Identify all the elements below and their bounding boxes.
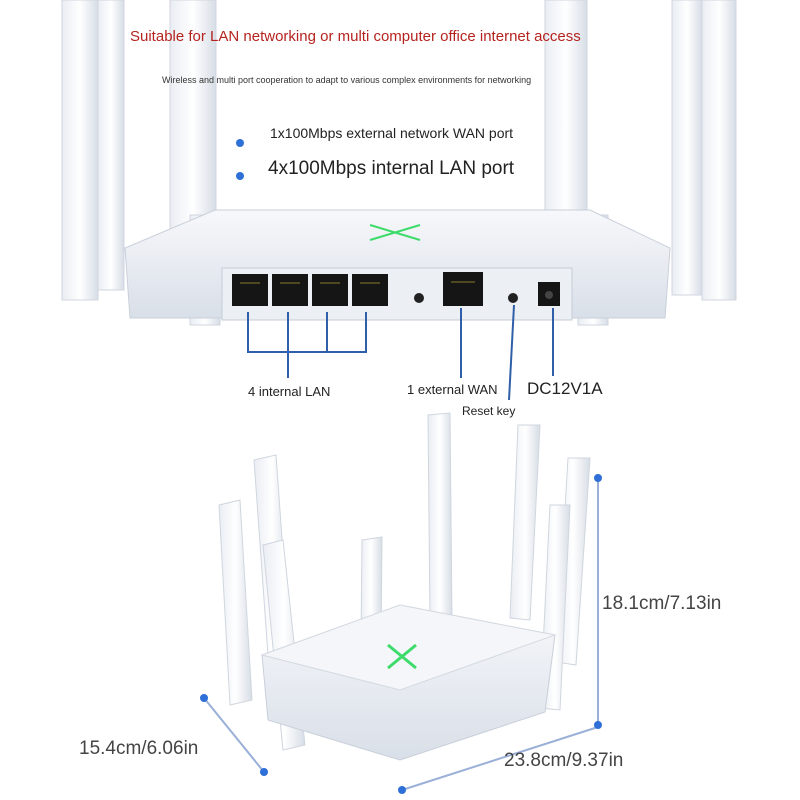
dimension-width: 23.8cm/9.37in <box>504 750 624 771</box>
callout-power: DC12V1A <box>527 379 603 398</box>
wps-button <box>414 293 424 303</box>
lan-port-3 <box>312 274 348 306</box>
feature-lan-port: 4x100Mbps internal LAN port <box>268 158 515 179</box>
wan-port <box>443 272 483 306</box>
bullet-dot-icon <box>236 139 244 147</box>
rear-ports <box>232 272 560 306</box>
lan-port-2 <box>272 274 308 306</box>
callout-lines <box>247 304 554 401</box>
reset-button <box>508 293 518 303</box>
top-router-body <box>124 209 671 321</box>
callout-wan: 1 external WAN <box>407 382 498 397</box>
dimension-lines <box>203 478 599 791</box>
callout-reset: Reset key <box>462 404 516 418</box>
dimension-height: 18.1cm/7.13in <box>602 593 722 614</box>
lan-port-1 <box>232 274 268 306</box>
bullet-dot-icon <box>236 172 244 180</box>
dimension-depth: 15.4cm/6.06in <box>79 738 199 759</box>
bottom-router-body <box>260 604 557 761</box>
feature-wan-port: 1x100Mbps external network WAN port <box>270 125 514 141</box>
page-title: Suitable for LAN networking or multi com… <box>130 28 581 45</box>
callout-lan: 4 internal LAN <box>248 384 331 399</box>
lan-port-4 <box>352 274 388 306</box>
page-subtitle: Wireless and multi port cooperation to a… <box>162 75 532 85</box>
dimension-markers <box>200 474 602 794</box>
